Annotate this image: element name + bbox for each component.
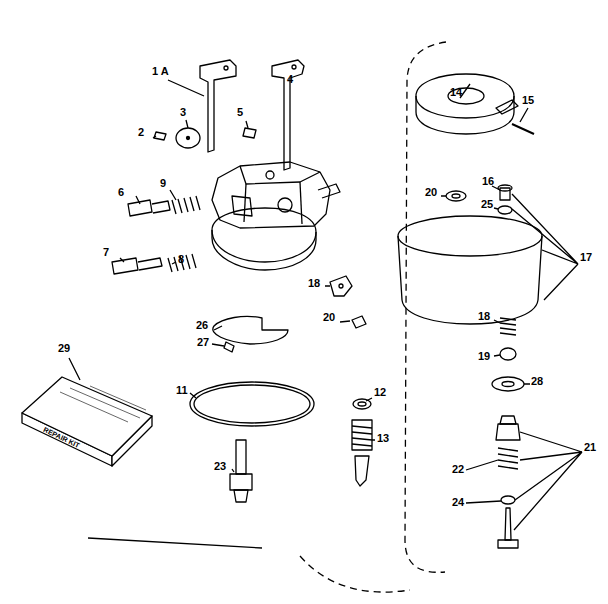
callout-number: 3	[180, 107, 186, 118]
callout-number: 4	[287, 74, 293, 85]
callout-number: 11	[176, 385, 188, 396]
callout-number: 18	[478, 311, 490, 322]
callout-number: 16	[482, 176, 494, 187]
callout-number: 2	[138, 127, 144, 138]
callout-number: 15	[522, 95, 534, 106]
callout-number: 23	[214, 461, 226, 472]
callout-number: 13	[377, 433, 389, 444]
callout-number: 20	[323, 312, 335, 323]
callout-number: 1 A	[152, 66, 169, 77]
callout-number: 19	[478, 351, 490, 362]
callout-number: 28	[531, 376, 543, 387]
callout-number: 7	[103, 247, 109, 258]
callout-number: 29	[58, 343, 70, 354]
repair-kit-box: REPAIR KIT	[20, 374, 156, 470]
box-outline	[20, 374, 156, 470]
callout-number: 17	[580, 252, 592, 263]
callout-number: 22	[452, 464, 464, 475]
callout-number: 26	[196, 320, 208, 331]
callout-number: 9	[160, 178, 166, 189]
callout-number: 8	[178, 254, 184, 265]
callout-number: 12	[374, 387, 386, 398]
callout-number: 6	[118, 187, 124, 198]
callout-number: 18	[308, 278, 320, 289]
callout-number: 24	[452, 497, 464, 508]
callout-number: 14	[450, 87, 462, 98]
callout-number: 20	[425, 187, 437, 198]
callout-number: 27	[197, 337, 209, 348]
callout-number: 21	[584, 442, 596, 453]
callout-number: 25	[481, 199, 493, 210]
callout-number: 5	[237, 107, 243, 118]
